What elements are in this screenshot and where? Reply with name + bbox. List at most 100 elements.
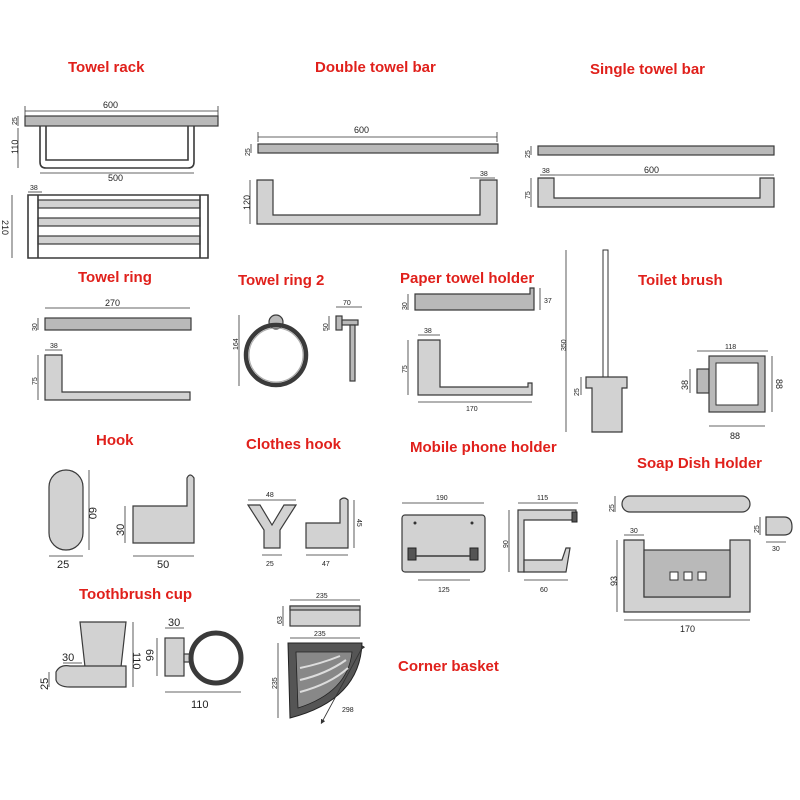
towel-ring-2-dim-50: 50 [323,323,330,331]
single-towel-bar-dim-75: 75 [525,191,532,199]
single-towel-bar-dim-38: 38 [542,168,550,175]
single-towel-bar-dim-600: 600 [644,165,659,175]
towel-ring-dim-75: 75 [32,377,39,385]
double-towel-bar-title: Double towel bar [315,59,436,76]
hook-front [48,469,84,551]
towel-rack-dim-38: 38 [30,185,38,192]
toilet-brush-handle [602,249,609,379]
toothbrush-cup-dim-110: 110 [130,652,142,670]
clothes-hook-dim-47: 47 [322,561,330,568]
towel-ring: Towel ring 270 30 38 75 [32,269,192,401]
towel-rack-dim-210: 210 [0,220,10,235]
toilet-brush-dim-118: 118 [725,344,736,351]
clothes-hook-side [305,497,349,549]
hook-title: Hook [96,432,134,449]
toothbrush-cup-dim-30: 30 [62,652,74,664]
towel-ring-2-dim-70: 70 [343,300,351,307]
clothes-hook-front [246,504,298,549]
mobile-phone-holder-dim-115: 115 [537,495,548,502]
paper-towel-holder-dim-37: 37 [544,298,552,305]
single-towel-bar-title: Single towel bar [590,61,705,78]
paper-towel-holder-dim-30: 30 [402,302,409,310]
toilet-brush-dim-350: 350 [561,339,568,351]
towel-rack-top-plate [24,115,219,127]
double-towel-bar-side [256,179,498,225]
toilet-brush-cup [585,376,628,433]
double-towel-bar-top [257,143,499,154]
clothes-hook-dim-48: 48 [266,492,274,499]
hook-side [132,474,195,544]
soap-dish-holder-dim-170: 170 [680,624,695,634]
towel-ring-2-title: Towel ring 2 [238,272,324,289]
toothbrush-cup-title: Toothbrush cup [79,586,192,603]
double-towel-bar-dim-38: 38 [480,171,488,178]
mobile-phone-holder-dim-125: 125 [438,587,450,594]
soap-dish-holder-dim-25: 25 [609,504,616,512]
toothbrush-cup-holder [55,665,127,688]
towel-ring-dim-270: 270 [105,298,120,308]
towel-rack-dim-500: 500 [108,173,123,183]
towel-ring-2: Towel ring 2 164 70 50 [233,272,362,388]
toothbrush-cup-dim-30-side: 30 [168,617,180,629]
towel-ring-dim-38: 38 [50,343,58,350]
soap-dish-holder-title: Soap Dish Holder [637,455,762,472]
hook-dim-60: 60 [86,507,98,519]
toothbrush-cup: Toothbrush cup 30 25 110 30 66 110 [39,586,244,711]
mobile-phone-holder-dim-190: 190 [436,495,448,502]
toilet-brush-title: Toilet brush [638,272,723,289]
paper-towel-holder-dim-75: 75 [402,365,409,373]
corner-basket-title: Corner basket [398,658,499,675]
mobile-phone-holder-dim-90: 90 [503,540,510,548]
mobile-phone-holder-title: Mobile phone holder [410,439,557,456]
double-towel-bar-dim-120: 120 [242,195,252,210]
toilet-brush-dim-38: 38 [680,380,690,390]
single-towel-bar: Single towel bar 25 38 600 75 [525,61,775,208]
hook: Hook 60 25 30 50 [48,432,195,571]
hook-dim-50: 50 [157,559,169,571]
soap-dish-holder-dim-25-side: 25 [754,525,761,533]
toothbrush-cup-side-mount [164,637,185,677]
corner-basket-dim-235-side: 235 [272,677,279,689]
towel-ring-2-ring [243,322,309,388]
mobile-phone-holder-dim-60: 60 [540,587,548,594]
single-towel-bar-dim-25: 25 [525,150,532,158]
corner-basket-dim-63: 63 [277,616,284,624]
corner-basket-dim-235: 235 [314,631,326,638]
towel-rack-dim-110: 110 [10,140,20,154]
paper-towel-holder: Paper towel holder 30 37 38 75 170 [400,270,552,413]
corner-basket-dim-298: 298 [342,707,354,714]
toilet-brush-dim-88-right: 88 [774,379,784,389]
toothbrush-cup-dim-25: 25 [39,678,51,690]
toothbrush-cup-dim-66: 66 [143,649,155,661]
towel-rack: Towel rack 600 25 110 500 38 210 [0,59,219,259]
corner-basket-dim-235-top: 235 [316,593,328,600]
toothbrush-cup-ring [188,630,244,686]
clothes-hook-dim-25: 25 [266,561,274,568]
paper-towel-holder-side [417,339,533,396]
paper-towel-holder-dim-38: 38 [424,328,432,335]
mobile-phone-holder: Mobile phone holder 190 125 115 90 60 [401,439,578,594]
toilet-brush-dim-88-bottom: 88 [730,431,740,441]
paper-towel-holder-dim-170: 170 [466,406,478,413]
double-towel-bar-dim-600: 600 [354,125,369,135]
soap-dish-holder-dim-93: 93 [609,576,619,586]
hook-dim-25: 25 [57,559,69,571]
paper-towel-holder-top [414,287,535,311]
corner-basket: 235 63 235 235 298 Corner basket [272,593,499,725]
towel-ring-dim-30: 30 [32,323,39,331]
single-towel-bar-side [537,177,775,208]
toilet-brush-dim-25: 25 [574,388,581,396]
towel-rack-front [27,194,209,259]
soap-dish-holder-top [621,495,751,513]
clothes-hook-title: Clothes hook [246,436,342,453]
toilet-brush: Toilet brush 350 25 118 38 88 88 [561,249,784,441]
clothes-hook: Clothes hook 48 25 45 47 [246,436,362,568]
towel-ring-2-dim-164: 164 [233,338,240,350]
hook-dim-30: 30 [115,524,127,536]
soap-dish-holder: Soap Dish Holder 25 25 30 30 93 170 [609,455,793,634]
towel-rack-title: Towel rack [68,59,145,76]
towel-ring-top [44,317,192,331]
double-towel-bar-dim-25: 25 [245,148,252,156]
soap-dish-holder-dim-30: 30 [630,528,638,535]
